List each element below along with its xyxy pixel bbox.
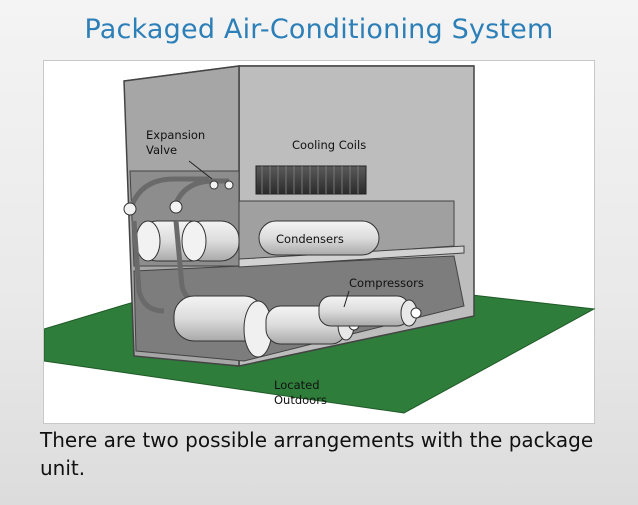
label-expansion-valve-2: Valve [146, 143, 177, 157]
slide-title: Packaged Air-Conditioning System [84, 14, 554, 45]
diagram-frame: Expansion Valve Cooling Coils Condensers… [43, 60, 596, 424]
label-located: Located [274, 378, 320, 392]
label-outdoors: Outdoors [274, 393, 327, 407]
packaged-ac-diagram: Expansion Valve Cooling Coils Condensers… [44, 65, 596, 414]
compressor-units [265, 295, 422, 345]
cooling-coils [255, 165, 367, 195]
expansion-valve-fittings [123, 180, 234, 216]
shelf-divider [238, 245, 465, 268]
lower-cylinder [173, 295, 273, 358]
coil-fins [261, 166, 359, 194]
leader-lines [188, 160, 350, 308]
condenser-cylinder [258, 220, 380, 256]
upper-cylinders [135, 220, 240, 262]
label-expansion-valve-1: Expansion [146, 128, 205, 142]
label-condensers: Condensers [276, 232, 344, 246]
caption-text: There are two possible arrangements with… [40, 428, 594, 480]
label-compressors: Compressors [349, 276, 424, 290]
label-cooling-coils: Cooling Coils [292, 138, 366, 152]
